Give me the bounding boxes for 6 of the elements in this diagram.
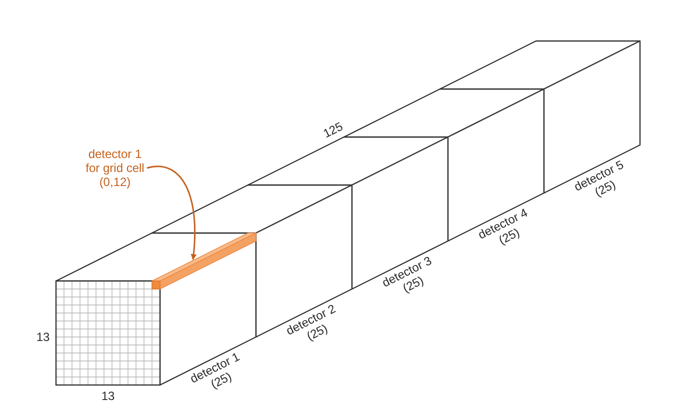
- highlighted-cell-bar: [152, 232, 256, 290]
- dimension-label: 13: [100, 389, 116, 403]
- dimension-label: 125: [320, 118, 346, 143]
- curved-arrow: [146, 166, 196, 260]
- callout-text: detector 1 for grid cell (0,12): [83, 147, 147, 189]
- dimension-label: 13: [35, 330, 51, 344]
